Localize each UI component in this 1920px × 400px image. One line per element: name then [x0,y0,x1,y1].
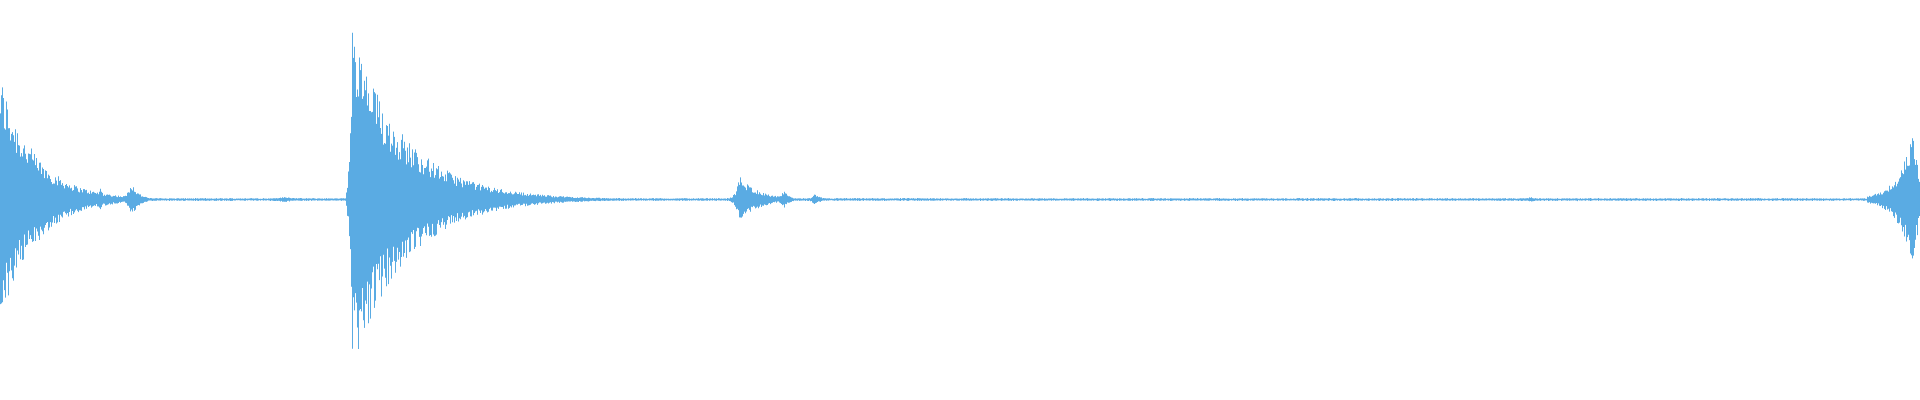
waveform-samples [0,32,1920,350]
waveform-trace [0,32,1920,350]
